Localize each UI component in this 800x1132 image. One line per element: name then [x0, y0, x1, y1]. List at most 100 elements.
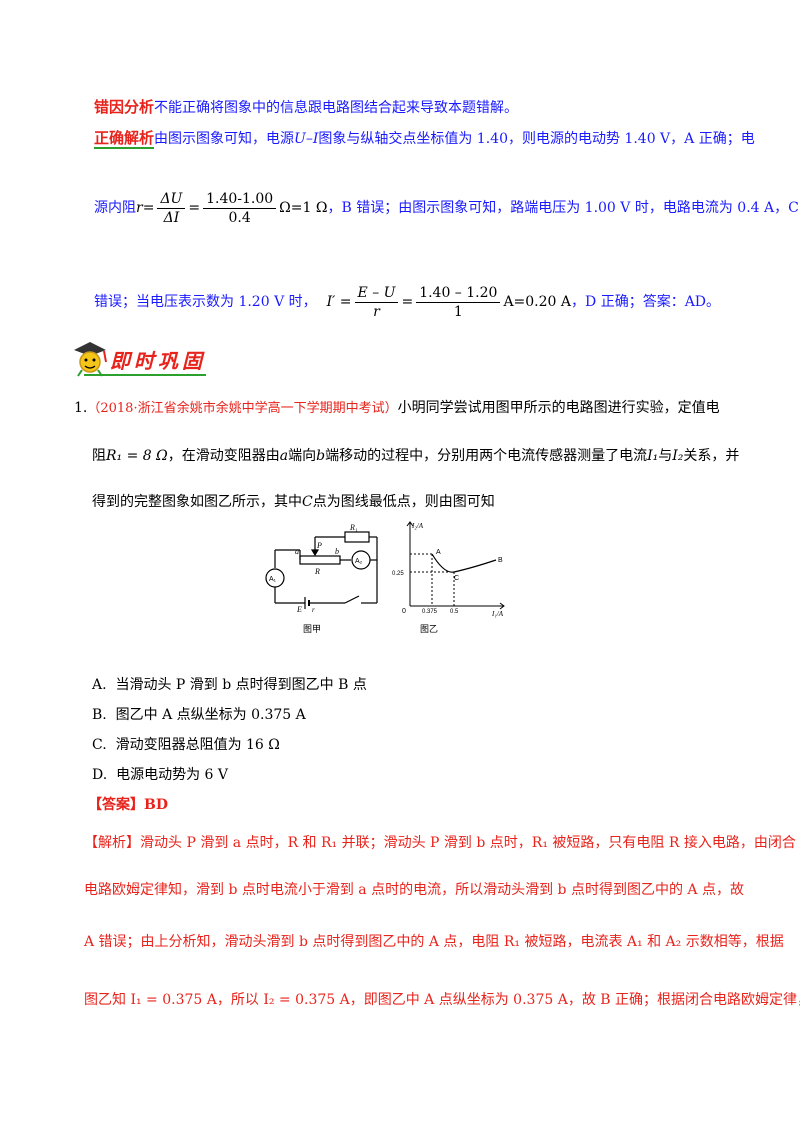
explanation-line-4: 图乙知 I₁ = 0.375 A，所以 I₂ = 0.375 A，即图乙中 A … [84, 990, 800, 1010]
question-text-1: 小明同学尝试用图甲所示的电路图进行实验，定值电 [397, 400, 720, 416]
frac3-num: E – U [354, 284, 399, 303]
question-number: 1. [74, 400, 88, 416]
option-a-text: 当滑动头 P 滑到 b 点时得到图乙中 B 点 [115, 677, 367, 693]
explanation-text-4: 图乙知 I₁ = 0.375 A，所以 I₂ = 0.375 A，即图乙中 A … [84, 992, 800, 1008]
r1-value: R₁ = 8 Ω [106, 448, 168, 464]
question-text-2f: 关系，并 [683, 448, 740, 464]
frac4-num: 1.40 – 1.20 [416, 284, 501, 303]
error-analysis-tag: 错因分析 [94, 98, 155, 116]
i-prime: I′ = [326, 294, 352, 310]
explanation-text-2: 电路欧姆定律知，滑到 b 点时电流小于滑到 a 点时的电流，所以滑动头滑到 b … [84, 882, 744, 898]
graph-point-b: B [498, 557, 503, 564]
explanation-line-2: 电路欧姆定律知，滑到 b 点时电流小于滑到 a 点时的电流，所以滑动头滑到 b … [84, 880, 744, 900]
correct-analysis-text-2a: 源内阻 [94, 200, 136, 216]
graph-x-tick-1: 0.375 [422, 609, 438, 615]
equals-sign: = [188, 200, 201, 216]
label-b: b [335, 547, 339, 556]
point-a: a [279, 448, 289, 464]
question-line-2: 阻R₁ = 8 Ω，在滑动变阻器由a端向b端移动的过程中，分别用两个电流传感器测… [92, 446, 739, 466]
option-c-key: C. [92, 737, 107, 753]
graph-point-c: C [454, 575, 459, 582]
correct-analysis-text-3a: 错误；当电压表示数为 1.20 V 时， [94, 294, 317, 310]
correct-analysis-tag: 正确解析 [94, 129, 155, 149]
error-analysis-line: 错因分析不能正确将图象中的信息跟电路图结合起来导致本题错解。 [94, 97, 518, 118]
point-b: b [316, 448, 326, 464]
correct-analysis-text-2b: ，B 错误；由图示图象可知，路端电压为 1.00 V 时，电路电流为 0.4 A… [327, 200, 799, 216]
option-b-key: B. [92, 707, 107, 723]
section-underline [84, 374, 206, 376]
label-a1: A₁ [269, 576, 277, 583]
i1-symbol: I₁ [647, 448, 659, 464]
graph-diagram: I₂/A I₁/A 0 0.25 0.375 0.5 A C B 图乙 [392, 521, 505, 635]
correct-analysis-text-1: 由图示图象可知，电源 [154, 131, 295, 147]
frac2-num: 1.40-1.00 [203, 190, 277, 209]
explanation-label: 【解析】 [84, 835, 140, 851]
question-text-3a: 得到的完整图象如图乙所示，其中 [92, 494, 302, 510]
frac3-den: r [373, 303, 380, 320]
option-d-key: D. [92, 767, 108, 783]
r-equation: r= [136, 200, 155, 216]
mascot-icon [74, 342, 107, 377]
label-a2: A₂ [355, 558, 363, 565]
label-r-internal: r [312, 606, 315, 614]
question-line-1: 1.（2018·浙江省余姚市余姚中学高一下学期期中考试）小明同学尝试用图甲所示的… [74, 398, 720, 419]
explanation-text-3: A 错误；由上分析知，滑动头滑到 b 点时得到图乙中的 A 点，电阻 R₁ 被短… [84, 934, 784, 950]
option-c-text: 滑动变阻器总阻值为 16 Ω [115, 737, 280, 753]
result-2: A=0.20 A [503, 294, 572, 310]
result-1: Ω=1 Ω [279, 200, 328, 216]
question-line-3: 得到的完整图象如图乙所示，其中C点为图线最低点，则由图可知 [92, 492, 495, 512]
option-b[interactable]: B. 图乙中 A 点纵坐标为 0.375 A [92, 705, 306, 725]
section-title: 即时巩固 [110, 349, 206, 373]
frac1-num: ΔU [157, 190, 186, 209]
graph-y-tick: 0.25 [392, 571, 404, 577]
circuit-caption: 图甲 [303, 624, 321, 635]
question-text-2c: 端向 [288, 448, 317, 464]
graph-caption: 图乙 [420, 624, 438, 635]
graph-y-label: I₂/A [411, 522, 424, 530]
graph-x-tick-2: 0.5 [450, 609, 459, 615]
graph-origin: 0 [402, 608, 406, 615]
answer-value: BD [144, 797, 168, 813]
label-p: P [316, 541, 322, 550]
circuit-diagram: R₁ P a b R A₁ A₂ E r 图甲 [265, 523, 378, 635]
label-a: a [295, 547, 299, 556]
point-c: C [302, 494, 313, 510]
label-r: R [314, 567, 320, 576]
correct-analysis-line-1: 正确解析由图示图象可知，电源U–I图象与纵轴交点坐标值为 1.40，则电源的电动… [94, 128, 755, 149]
option-b-text: 图乙中 A 点纵坐标为 0.375 A [115, 707, 306, 723]
explanation-line-1: 【解析】滑动头 P 滑到 a 点时，R 和 R₁ 并联；滑动头 P 滑到 b 点… [84, 833, 796, 853]
question-text-2e: 与 [658, 448, 673, 464]
frac1-den: ΔI [163, 209, 180, 226]
frac2-den: 0.4 [228, 209, 251, 226]
option-d-text: 电源电动势为 6 V [116, 767, 229, 783]
correct-analysis-text-1b: 图象与纵轴交点坐标值为 1.40，则电源的电动势 1.40 V，A 正确；电 [318, 131, 755, 147]
answer-line: 【答案】BD [88, 795, 168, 815]
explanation-text-1: 滑动头 P 滑到 a 点时，R 和 R₁ 并联；滑动头 P 滑到 b 点时，R₁… [140, 835, 796, 851]
i2-symbol: I₂ [672, 448, 684, 464]
question-text-3b: 点为图线最低点，则由图可知 [312, 494, 495, 510]
answer-label: 【答案】 [88, 797, 144, 813]
option-a[interactable]: A. 当滑动头 P 滑到 b 点时得到图乙中 B 点 [92, 675, 367, 695]
graph-x-label: I₁/A [491, 610, 504, 618]
label-e: E [296, 605, 302, 614]
error-analysis-text: 不能正确将图象中的信息跟电路图结合起来导致本题错解。 [154, 100, 519, 116]
question-source: （2018·浙江省余姚市余姚中学高一下学期期中考试） [87, 401, 398, 416]
explanation-line-3: A 错误；由上分析知，滑动头滑到 b 点时得到图乙中的 A 点，电阻 R₁ 被短… [84, 932, 784, 952]
option-c[interactable]: C. 滑动变阻器总阻值为 16 Ω [92, 735, 280, 755]
question-text-2a: 阻 [92, 448, 106, 464]
question-text-2d: 端移动的过程中，分别用两个电流传感器测量了电流 [325, 448, 648, 464]
graph-point-a: A [436, 549, 441, 556]
question-text-2b: ，在滑动变阻器由 [167, 448, 280, 464]
option-a-key: A. [92, 677, 107, 693]
ui-label: U–I [294, 131, 319, 147]
label-r1: R₁ [349, 523, 358, 532]
option-d[interactable]: D. 电源电动势为 6 V [92, 765, 228, 785]
correct-analysis-text-3b: ，D 正确；答案：AD。 [571, 294, 721, 310]
frac4-den: 1 [453, 303, 463, 320]
